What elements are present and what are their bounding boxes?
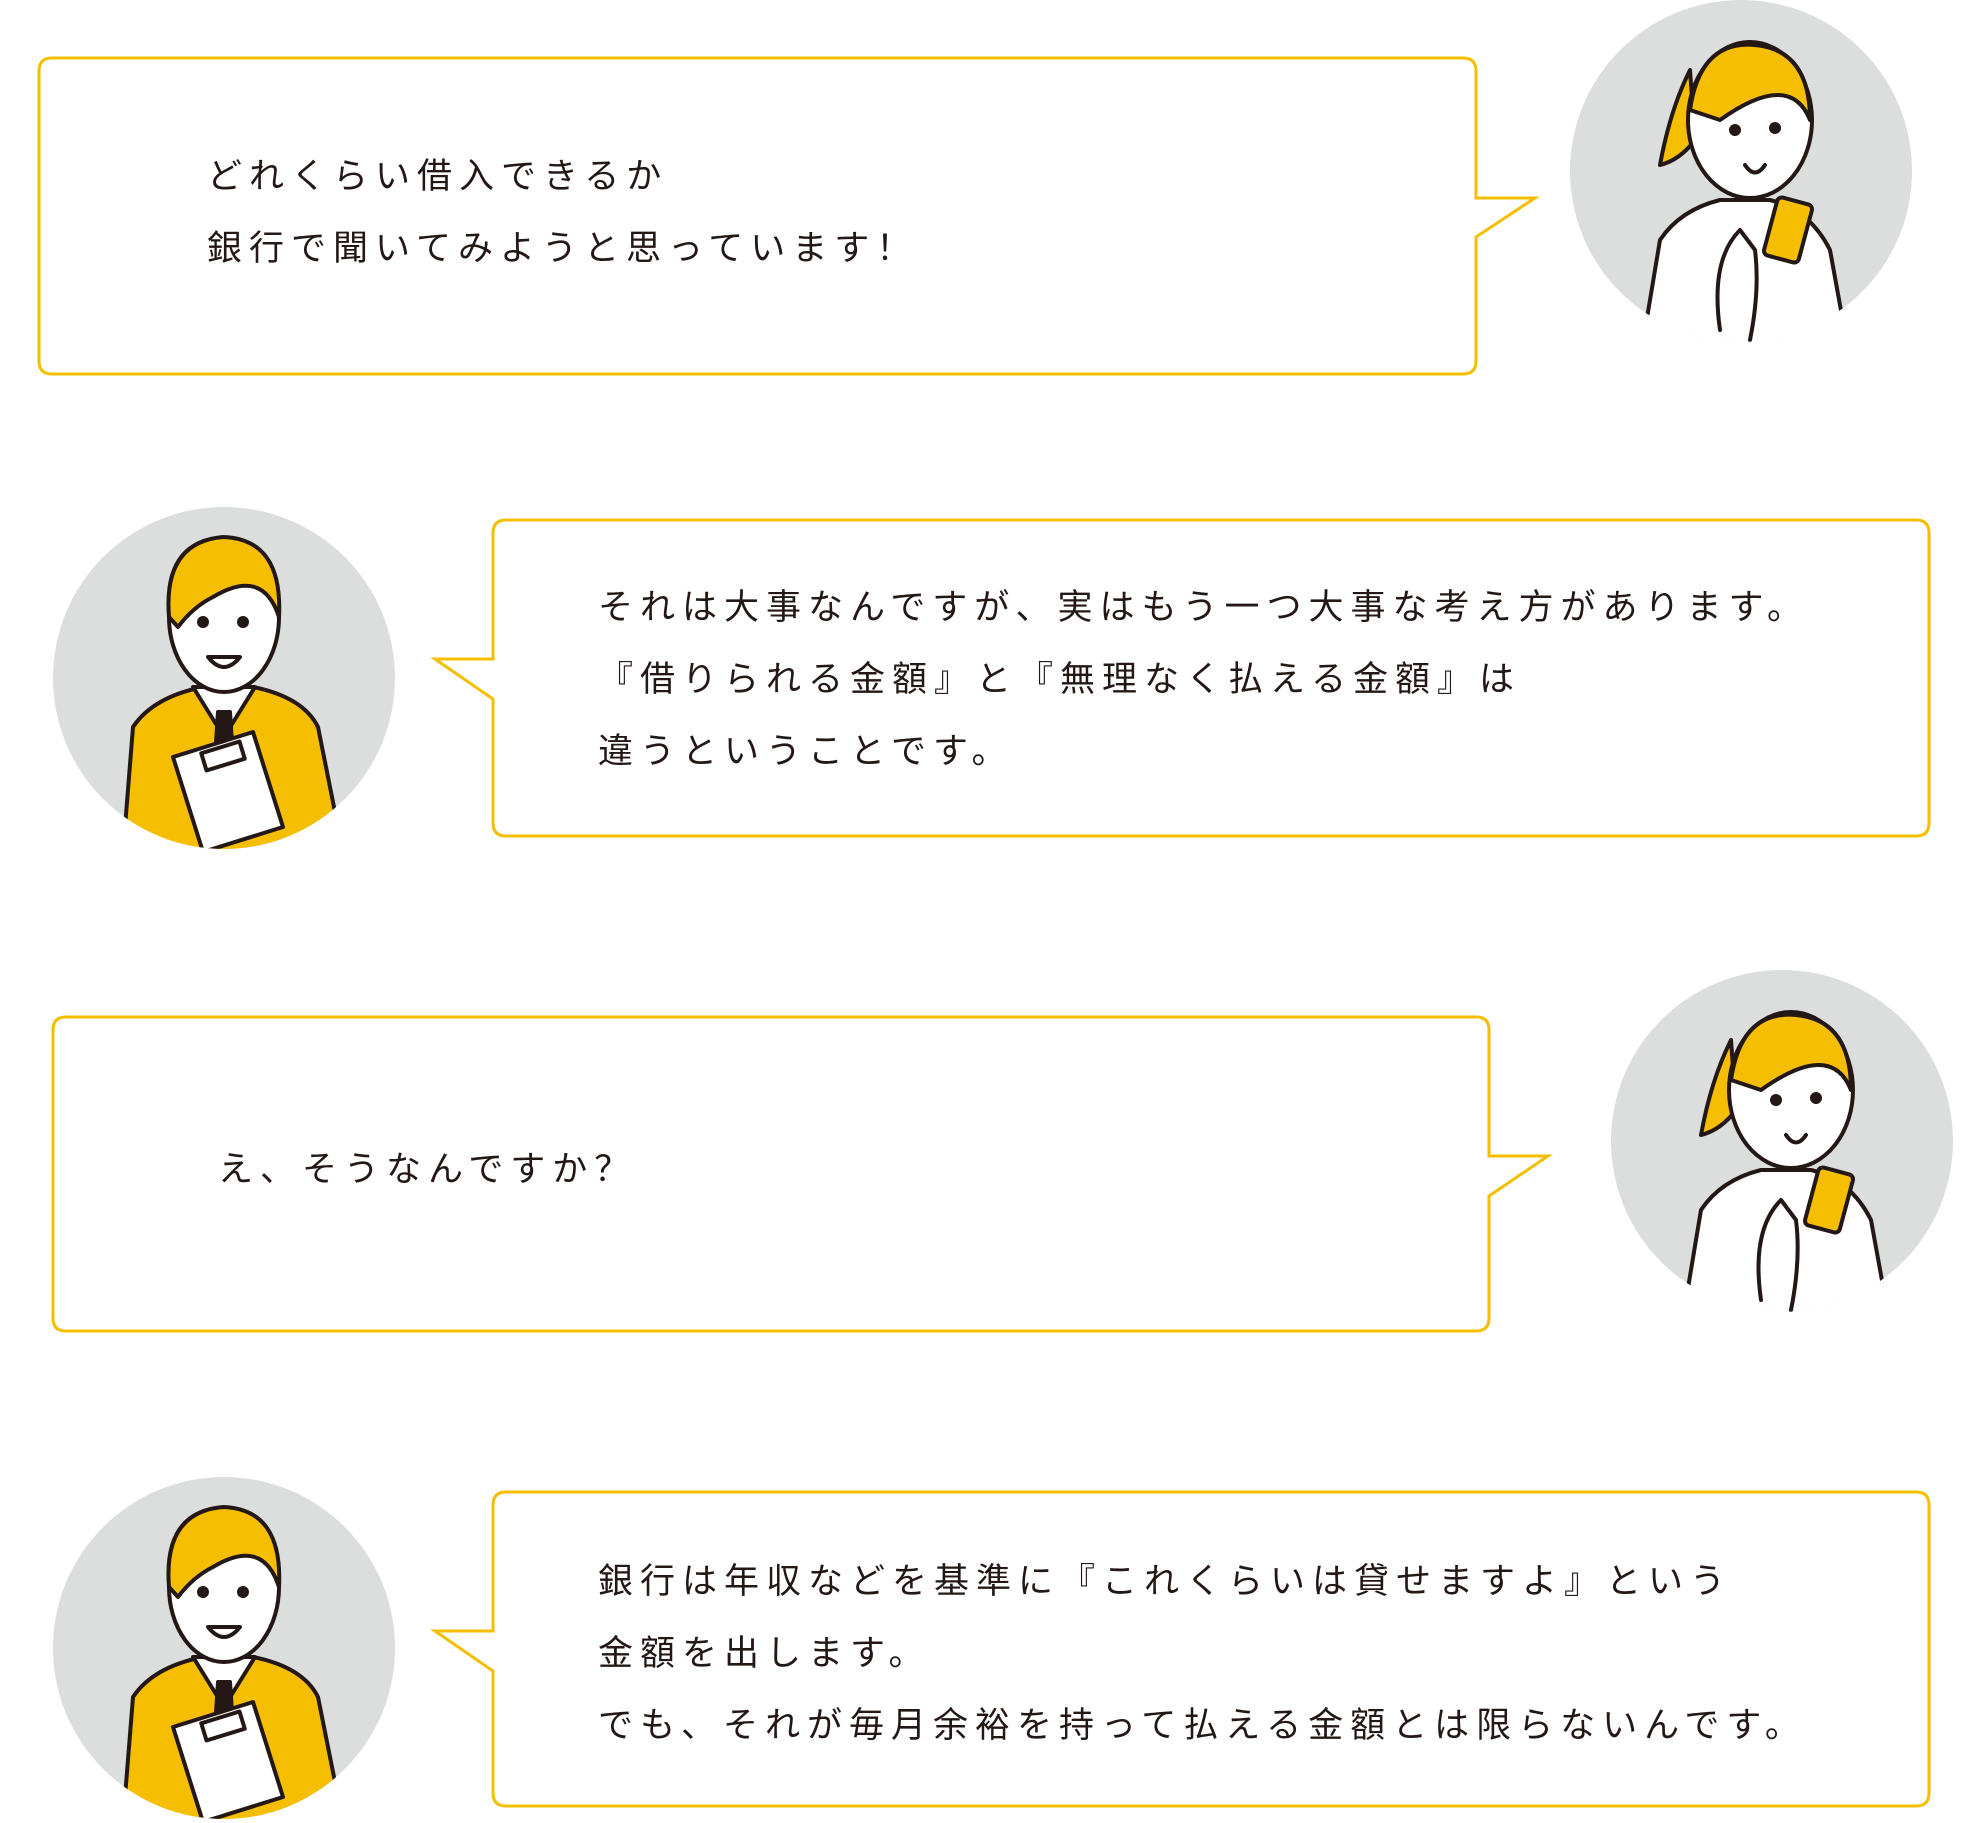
dialogue-line: 銀行で聞いてみようと思っています！ xyxy=(207,229,919,269)
bubble-outline xyxy=(51,1015,1553,1333)
bubble-outline xyxy=(430,1490,1931,1808)
woman-avatar-happy xyxy=(1570,0,1912,342)
dialogue-line: 違うということです。 xyxy=(598,732,1014,772)
dialogue-line: 『借りられる金額』と『無理なく払える金額』は xyxy=(598,660,1521,700)
bubble-outline xyxy=(37,56,1540,376)
speech-bubble-2: それは大事なんですが、実はもう一つ大事な考え方があります。 『借りられる金額』と… xyxy=(430,518,1931,838)
speech-bubble-1: どれくらい借入できるか 銀行で聞いてみようと思っています！ xyxy=(37,56,1540,376)
speech-bubble-4: 銀行は年収などを基準に『これくらいは貸せますよ』という 金額を出します。 でも、… xyxy=(430,1490,1931,1809)
bubble-outline xyxy=(430,518,1931,838)
woman-avatar-surprised xyxy=(1611,970,1953,1312)
advisor-avatar xyxy=(53,1477,395,1819)
advisor-avatar xyxy=(53,507,395,849)
dialogue-line: 金額を出します。 xyxy=(598,1634,931,1674)
dialogue-line: それは大事なんですが、実はもう一つ大事な考え方があります。 xyxy=(598,588,1810,628)
dialogue-line: どれくらい借入できるか xyxy=(207,157,669,197)
dialogue-line: 銀行は年収などを基準に『これくらいは貸せますよ』という xyxy=(598,1562,1733,1602)
dialogue-line: でも、それが毎月余裕を持って払える金額とは限らないんです。 xyxy=(598,1706,1807,1746)
dialogue-line: え、そうなんですか？ xyxy=(218,1150,637,1190)
speech-bubble-3: え、そうなんですか？ xyxy=(51,1015,1553,1334)
